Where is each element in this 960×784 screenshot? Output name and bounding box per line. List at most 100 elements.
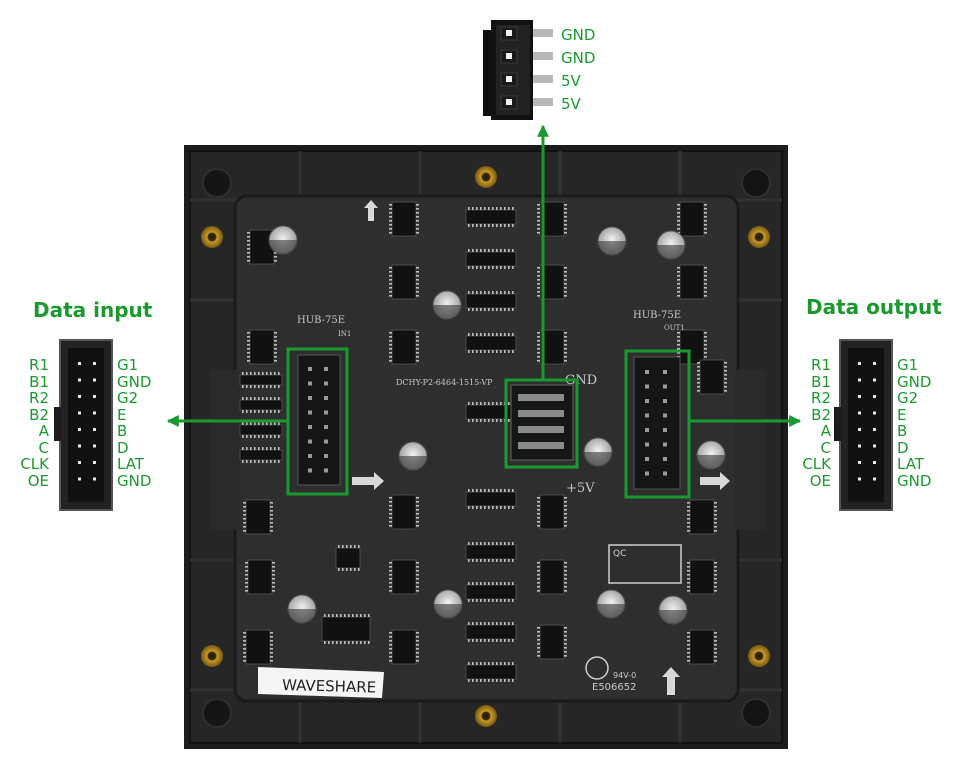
ic-pin [537, 216, 540, 218]
ic-pin [389, 287, 392, 289]
ic-pin [247, 348, 250, 350]
ic-pin [243, 530, 246, 532]
ic-pin [243, 656, 246, 658]
header-pin-hole [93, 428, 96, 431]
power-pin-label: 5V [561, 95, 581, 113]
ic-pin [278, 372, 280, 375]
ic-pin [243, 648, 246, 650]
ic-pin [484, 679, 486, 682]
ic-pin [340, 614, 342, 617]
ic-pin [270, 422, 272, 425]
driver-ic [239, 424, 283, 436]
ic-pin [714, 652, 717, 654]
ic-pin [476, 291, 478, 294]
ic-pin [508, 679, 510, 682]
ic-pin [496, 662, 498, 665]
board-header-pin [324, 439, 328, 444]
ic-pin [416, 501, 419, 503]
ic-pin [480, 662, 482, 665]
ic-pin [472, 249, 474, 252]
output-connector-silk-id: OUT1 [664, 324, 685, 332]
ic-pin [270, 526, 273, 528]
ic-pin [504, 599, 506, 602]
ic-pin [278, 435, 280, 438]
ic-pin [262, 397, 264, 400]
ic-pin [468, 402, 470, 405]
ic-pin [389, 497, 392, 499]
power-terminal-on-board [510, 384, 574, 461]
ic-pin [537, 505, 540, 507]
ic-pin [254, 397, 256, 400]
ic-pin [496, 291, 498, 294]
ic-pin [714, 506, 717, 508]
ic-pin [677, 271, 680, 273]
ic-pin [246, 447, 248, 450]
ic-pin [416, 220, 419, 222]
ic-pin [266, 372, 268, 375]
driver-ic [321, 616, 371, 642]
ic-pin [274, 356, 277, 358]
pin-label: CLK [802, 455, 831, 473]
ic-pin [270, 648, 273, 650]
ic-pin [687, 522, 690, 524]
ic-pin [389, 208, 392, 210]
ic-pin [250, 435, 252, 438]
driver-ic [239, 449, 283, 461]
ic-pin [537, 578, 540, 580]
board-header-pin [645, 413, 649, 418]
ic-pin [416, 570, 419, 572]
ic-pin [245, 590, 248, 592]
ic-pin [504, 291, 506, 294]
ic-pin [247, 356, 250, 358]
ic-pin [476, 559, 478, 562]
ic-pin [258, 447, 260, 450]
ic-pin [332, 614, 334, 617]
ic-pin [704, 336, 707, 338]
ic-pin [242, 385, 244, 388]
ic-pin [504, 308, 506, 311]
ic-pin [687, 570, 690, 572]
ic-pin [484, 333, 486, 336]
ic-pin [488, 333, 490, 336]
ic-pin [472, 559, 474, 562]
pin-label: B [897, 422, 908, 440]
ic-pin [468, 266, 470, 269]
ic-pin [247, 244, 250, 246]
ic-pin [677, 224, 680, 226]
board-header-pin [308, 454, 312, 458]
power-pin-label: 5V [561, 72, 581, 90]
ic-pin [272, 562, 275, 564]
ic-pin [697, 386, 700, 388]
ic-pin [270, 644, 273, 646]
ic-pin [484, 639, 486, 642]
header-pin-hole [93, 411, 96, 415]
driver-ic [465, 544, 517, 560]
serial-number-text: E506652 [592, 682, 637, 693]
ic-pin [270, 397, 272, 400]
board-header-pin [324, 454, 328, 458]
pin-label: B2 [29, 406, 49, 424]
pin-label: B2 [811, 406, 831, 424]
ic-pin [245, 582, 248, 584]
ic-pin [254, 372, 256, 375]
ic-pin [472, 506, 474, 509]
ic-pin [714, 648, 717, 650]
ic-pin [704, 271, 707, 273]
ic-pin [270, 510, 273, 512]
ic-pin [704, 275, 707, 277]
ic-pin [254, 410, 256, 413]
ic-pin [416, 590, 419, 592]
power-pin-label: GND [561, 49, 596, 67]
input-connector-silk-id: IN1 [338, 330, 351, 338]
input-header-on-board [297, 354, 341, 486]
ic-pin [272, 586, 275, 588]
ic-pin [389, 644, 392, 646]
header-pin-hole [858, 428, 861, 431]
capacitors [268, 225, 726, 625]
ic-pin [512, 489, 514, 492]
ic-pin [677, 287, 680, 289]
ic-pin [389, 505, 392, 507]
ic-pin [246, 410, 248, 413]
data-input-heading: Data input [33, 298, 153, 322]
capacitor-stripe [288, 609, 316, 623]
